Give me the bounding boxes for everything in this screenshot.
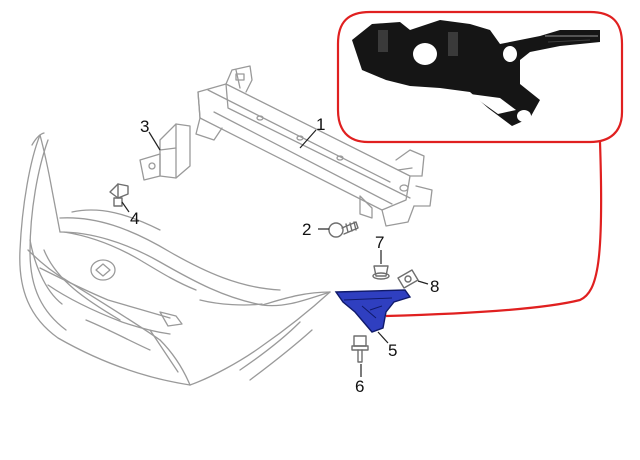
callout-2: 2 <box>302 220 311 239</box>
leader-lines <box>121 129 429 377</box>
callout-5: 5 <box>388 341 397 360</box>
callout-8: 8 <box>430 277 439 296</box>
bolt-6 <box>351 335 369 363</box>
nut-8 <box>397 269 419 289</box>
callout-3: 3 <box>140 117 149 136</box>
highlighted-bracket-5-detail <box>343 297 393 319</box>
callout-4: 4 <box>130 209 139 228</box>
upper-bracket <box>139 123 191 181</box>
bumper-reinforcement <box>195 65 433 227</box>
bolt-2 <box>328 221 359 238</box>
bumper-cover <box>19 132 331 386</box>
callout-7: 7 <box>375 233 384 252</box>
inset-detail-view <box>336 10 624 144</box>
callout-1: 1 <box>316 115 325 134</box>
bracket-photo <box>352 20 600 126</box>
bolt-4 <box>109 183 129 207</box>
inset-connector <box>385 141 603 318</box>
clip-7 <box>372 265 390 280</box>
highlighted-bracket-5 <box>334 289 412 333</box>
callout-6: 6 <box>355 377 364 396</box>
